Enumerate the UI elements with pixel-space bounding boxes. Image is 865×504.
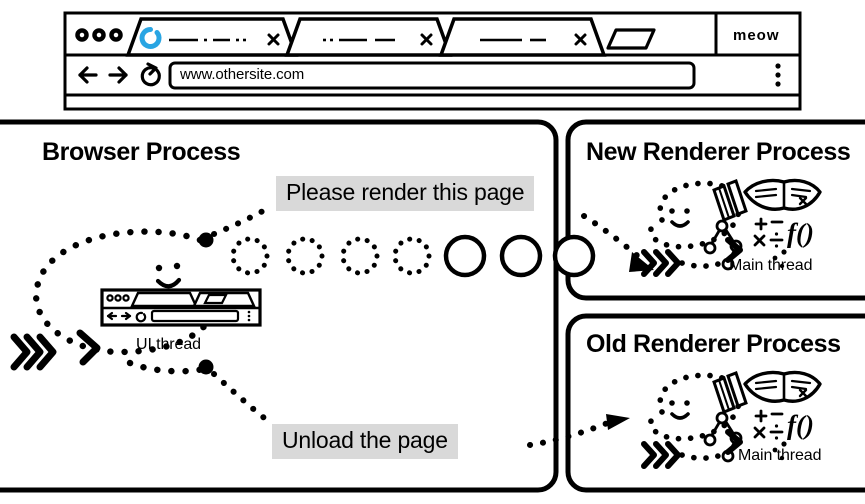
navigation-circles [230,234,596,278]
new-renderer-main-thread-glyph: f() [641,178,822,277]
menu-icon[interactable] [775,63,781,87]
ui-thread-label: UI thread [136,336,201,353]
url-box [168,61,696,90]
toolbar-icons [78,61,781,90]
tab-3[interactable] [438,17,607,57]
svg-text:f(): f() [787,218,814,248]
new-renderer-process-title: New Renderer Process [586,138,851,166]
function-notation-icon: f() [787,218,814,248]
pens-icon [712,179,748,222]
old-renderer-main-thread-label: Main thread [738,447,822,464]
nav-circle-solid-3 [552,234,596,278]
tab-2[interactable] [284,17,453,57]
browser-process-panel [0,119,559,493]
tab-close-icon[interactable] [574,33,587,46]
nav-circle-dotted-4 [392,236,432,276]
loading-spinner-icon [139,27,162,49]
book-icon [743,178,822,211]
message-unload-page: Unload the page [272,424,458,459]
function-notation-icon: f() [787,410,814,440]
tab-close-icon[interactable] [420,33,433,46]
dom-tree-icon [703,411,743,463]
svg-text:f(): f() [787,410,814,440]
arrow-please-render [198,203,275,248]
ui-thread-face [155,262,181,272]
tab-close-icon[interactable] [267,33,280,46]
back-icon[interactable] [78,66,98,84]
math-symbols-icon [753,409,784,440]
arrow-to-old-renderer [527,414,630,448]
forward-icon[interactable] [108,66,128,84]
window-control-dots[interactable] [75,28,123,42]
nav-circle-solid-2 [499,234,543,278]
tab-active[interactable] [125,17,299,57]
book-icon [743,370,822,403]
nav-circle-dotted-1 [230,236,270,276]
pens-icon [712,371,748,414]
nav-circle-solid-1 [443,234,487,278]
dom-tree-icon [703,219,743,271]
message-please-render: Please render this page [276,176,535,211]
url-text[interactable]: www.othersite.com [180,66,305,83]
math-symbols-icon [753,217,784,248]
new-renderer-main-thread-label: Main thread [729,257,813,274]
old-renderer-main-thread-glyph: f() [641,370,822,469]
nav-circle-dotted-3 [340,236,380,276]
browser-process-title: Browser Process [42,138,241,166]
loop-arrowhead [76,329,101,366]
arrow-unload-page [198,359,275,427]
new-tab-button[interactable] [606,28,656,50]
old-renderer-process-title: Old Renderer Process [586,330,841,358]
nav-circle-dotted-2 [285,236,325,276]
brand-label: meow [733,27,780,44]
event-chevrons-icon [10,333,57,371]
reload-icon[interactable] [140,62,161,87]
ui-thread-browser-icon [100,288,262,327]
